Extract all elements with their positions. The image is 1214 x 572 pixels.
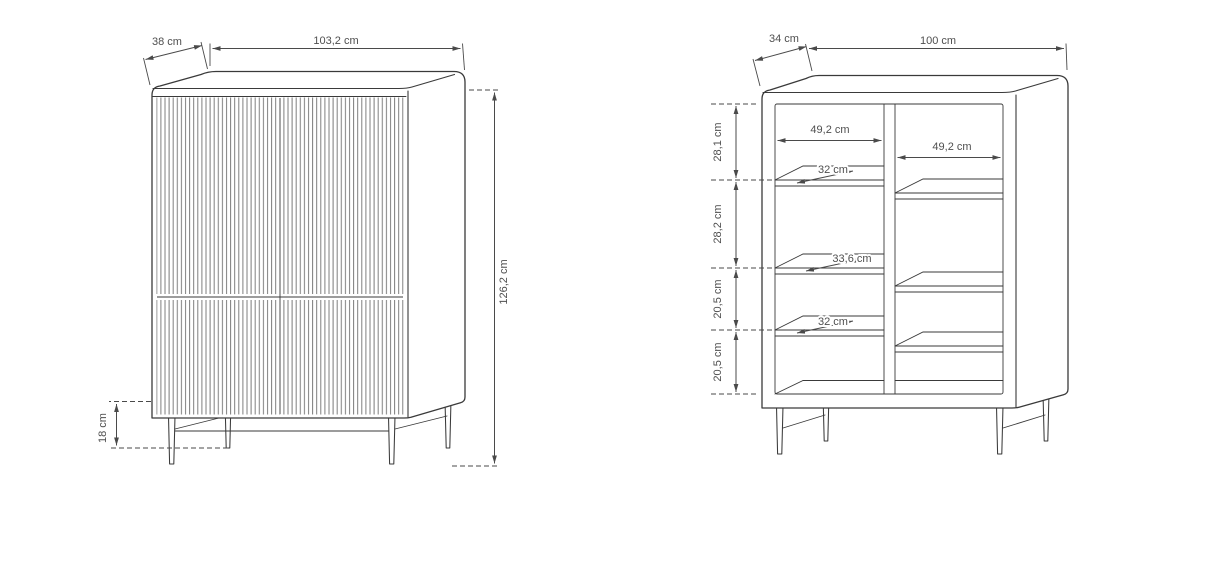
- dimension-front-width: 103,2 cm: [209, 35, 465, 71]
- compartment-width-label: 49,2 cm: [810, 124, 849, 136]
- front-depth-label: 38 cm: [152, 36, 182, 48]
- interior-view-drawing: 34 cm 100 cm 28,1 cm 28,2 cm 20,5 cm 20,…: [711, 33, 1069, 455]
- top-front-edge: [152, 73, 456, 90]
- right-column-shelves: [894, 178, 1004, 353]
- cabinet-body-outline: [761, 74, 1069, 409]
- section-height-label: 28,1 cm: [712, 122, 724, 161]
- dimension-shelf-depths: 32 cm 33,6 cm 32 cm: [796, 162, 874, 334]
- shelf: [894, 271, 1004, 293]
- front-view-drawing: 38 cm 103,2 cm 126,2 cm 18 cm: [97, 35, 510, 467]
- dimension-compartment-widths: 49,2 cm 49,2 cm: [777, 122, 1001, 160]
- leg: [167, 415, 176, 465]
- compartment-width-label: 49,2 cm: [932, 141, 971, 153]
- dimension-front-depth: 38 cm: [143, 36, 208, 86]
- interior-depth-label: 34 cm: [769, 33, 799, 45]
- front-width-label: 103,2 cm: [313, 35, 358, 47]
- shelf-depth-label: 32 cm: [818, 164, 848, 176]
- top-panel-edges: [762, 77, 1059, 408]
- dimension-section-chain: 28,1 cm 28,2 cm 20,5 cm 20,5 cm: [711, 103, 772, 395]
- leg: [387, 415, 396, 465]
- leg: [995, 405, 1004, 455]
- interior-opening: [774, 103, 1004, 395]
- leg: [775, 405, 784, 455]
- bottom-left-depth-slant: [774, 380, 804, 395]
- front-height-label: 126,2 cm: [498, 259, 510, 304]
- base-frame-side-bar: [1002, 414, 1046, 429]
- shelf: [894, 178, 1004, 200]
- opening-frame: [774, 103, 1004, 395]
- leg-height-label: 18 cm: [97, 413, 109, 443]
- fluted-front-panels: [156, 97, 404, 415]
- dimension-interior-width: 100 cm: [809, 35, 1068, 71]
- shelf-depth-label: 33,6 cm: [832, 253, 871, 265]
- base-frame-side-bar: [782, 414, 826, 429]
- section-height-label: 20,5 cm: [712, 279, 724, 318]
- section-height-label: 28,2 cm: [712, 204, 724, 243]
- shelf: [894, 331, 1004, 353]
- dimension-front-height: 126,2 cm: [452, 89, 510, 467]
- top-front-edge: [762, 77, 1059, 94]
- interior-width-label: 100 cm: [920, 35, 956, 47]
- shelf-depth-label: 32 cm: [818, 316, 848, 328]
- dimension-interior-depth: 34 cm: [752, 33, 813, 87]
- dimension-leg-height: 18 cm: [97, 401, 228, 449]
- top-panel-edges: [152, 73, 456, 418]
- base-frame-side-bar: [394, 415, 448, 430]
- section-height-label: 20,5 cm: [712, 342, 724, 381]
